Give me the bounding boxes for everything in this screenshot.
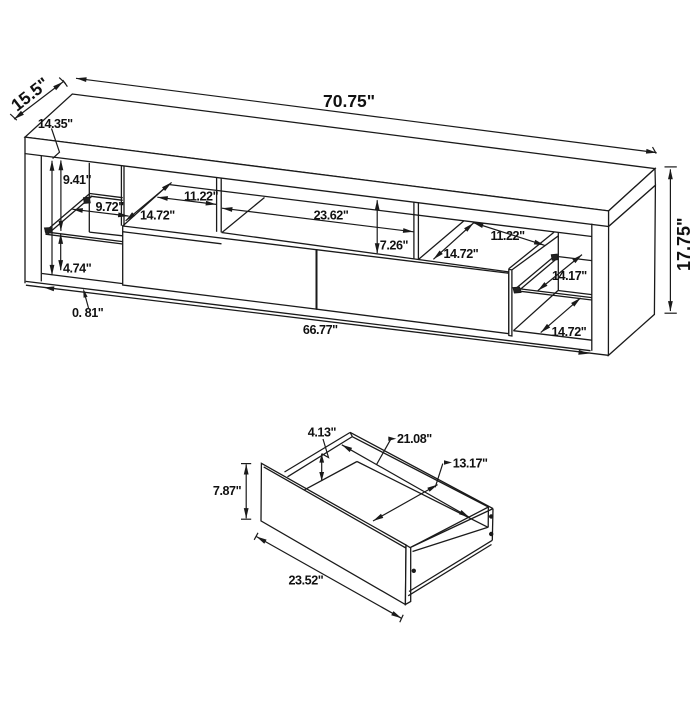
- svg-text:4.13": 4.13": [308, 426, 337, 440]
- svg-text:14.72": 14.72": [140, 209, 175, 223]
- svg-text:9.41": 9.41": [63, 173, 92, 187]
- svg-text:17.75": 17.75": [674, 217, 694, 271]
- svg-text:21.08": 21.08": [397, 432, 432, 446]
- svg-text:9.72": 9.72": [96, 200, 125, 214]
- svg-text:14.72": 14.72": [552, 325, 587, 339]
- svg-text:14.72": 14.72": [444, 247, 479, 261]
- svg-text:70.75": 70.75": [323, 91, 375, 111]
- svg-text:14.35": 14.35": [38, 117, 73, 131]
- svg-text:23.52": 23.52": [289, 574, 324, 588]
- svg-text:7.87": 7.87": [213, 484, 242, 498]
- svg-text:7.26": 7.26": [380, 239, 409, 253]
- svg-text:66.77": 66.77": [303, 323, 338, 337]
- svg-text:0. 81": 0. 81": [72, 306, 104, 320]
- svg-text:13.17": 13.17": [453, 456, 488, 470]
- svg-text:14.17": 14.17": [552, 269, 587, 283]
- svg-text:11.22": 11.22": [491, 229, 526, 243]
- svg-text:4.74": 4.74": [63, 262, 92, 276]
